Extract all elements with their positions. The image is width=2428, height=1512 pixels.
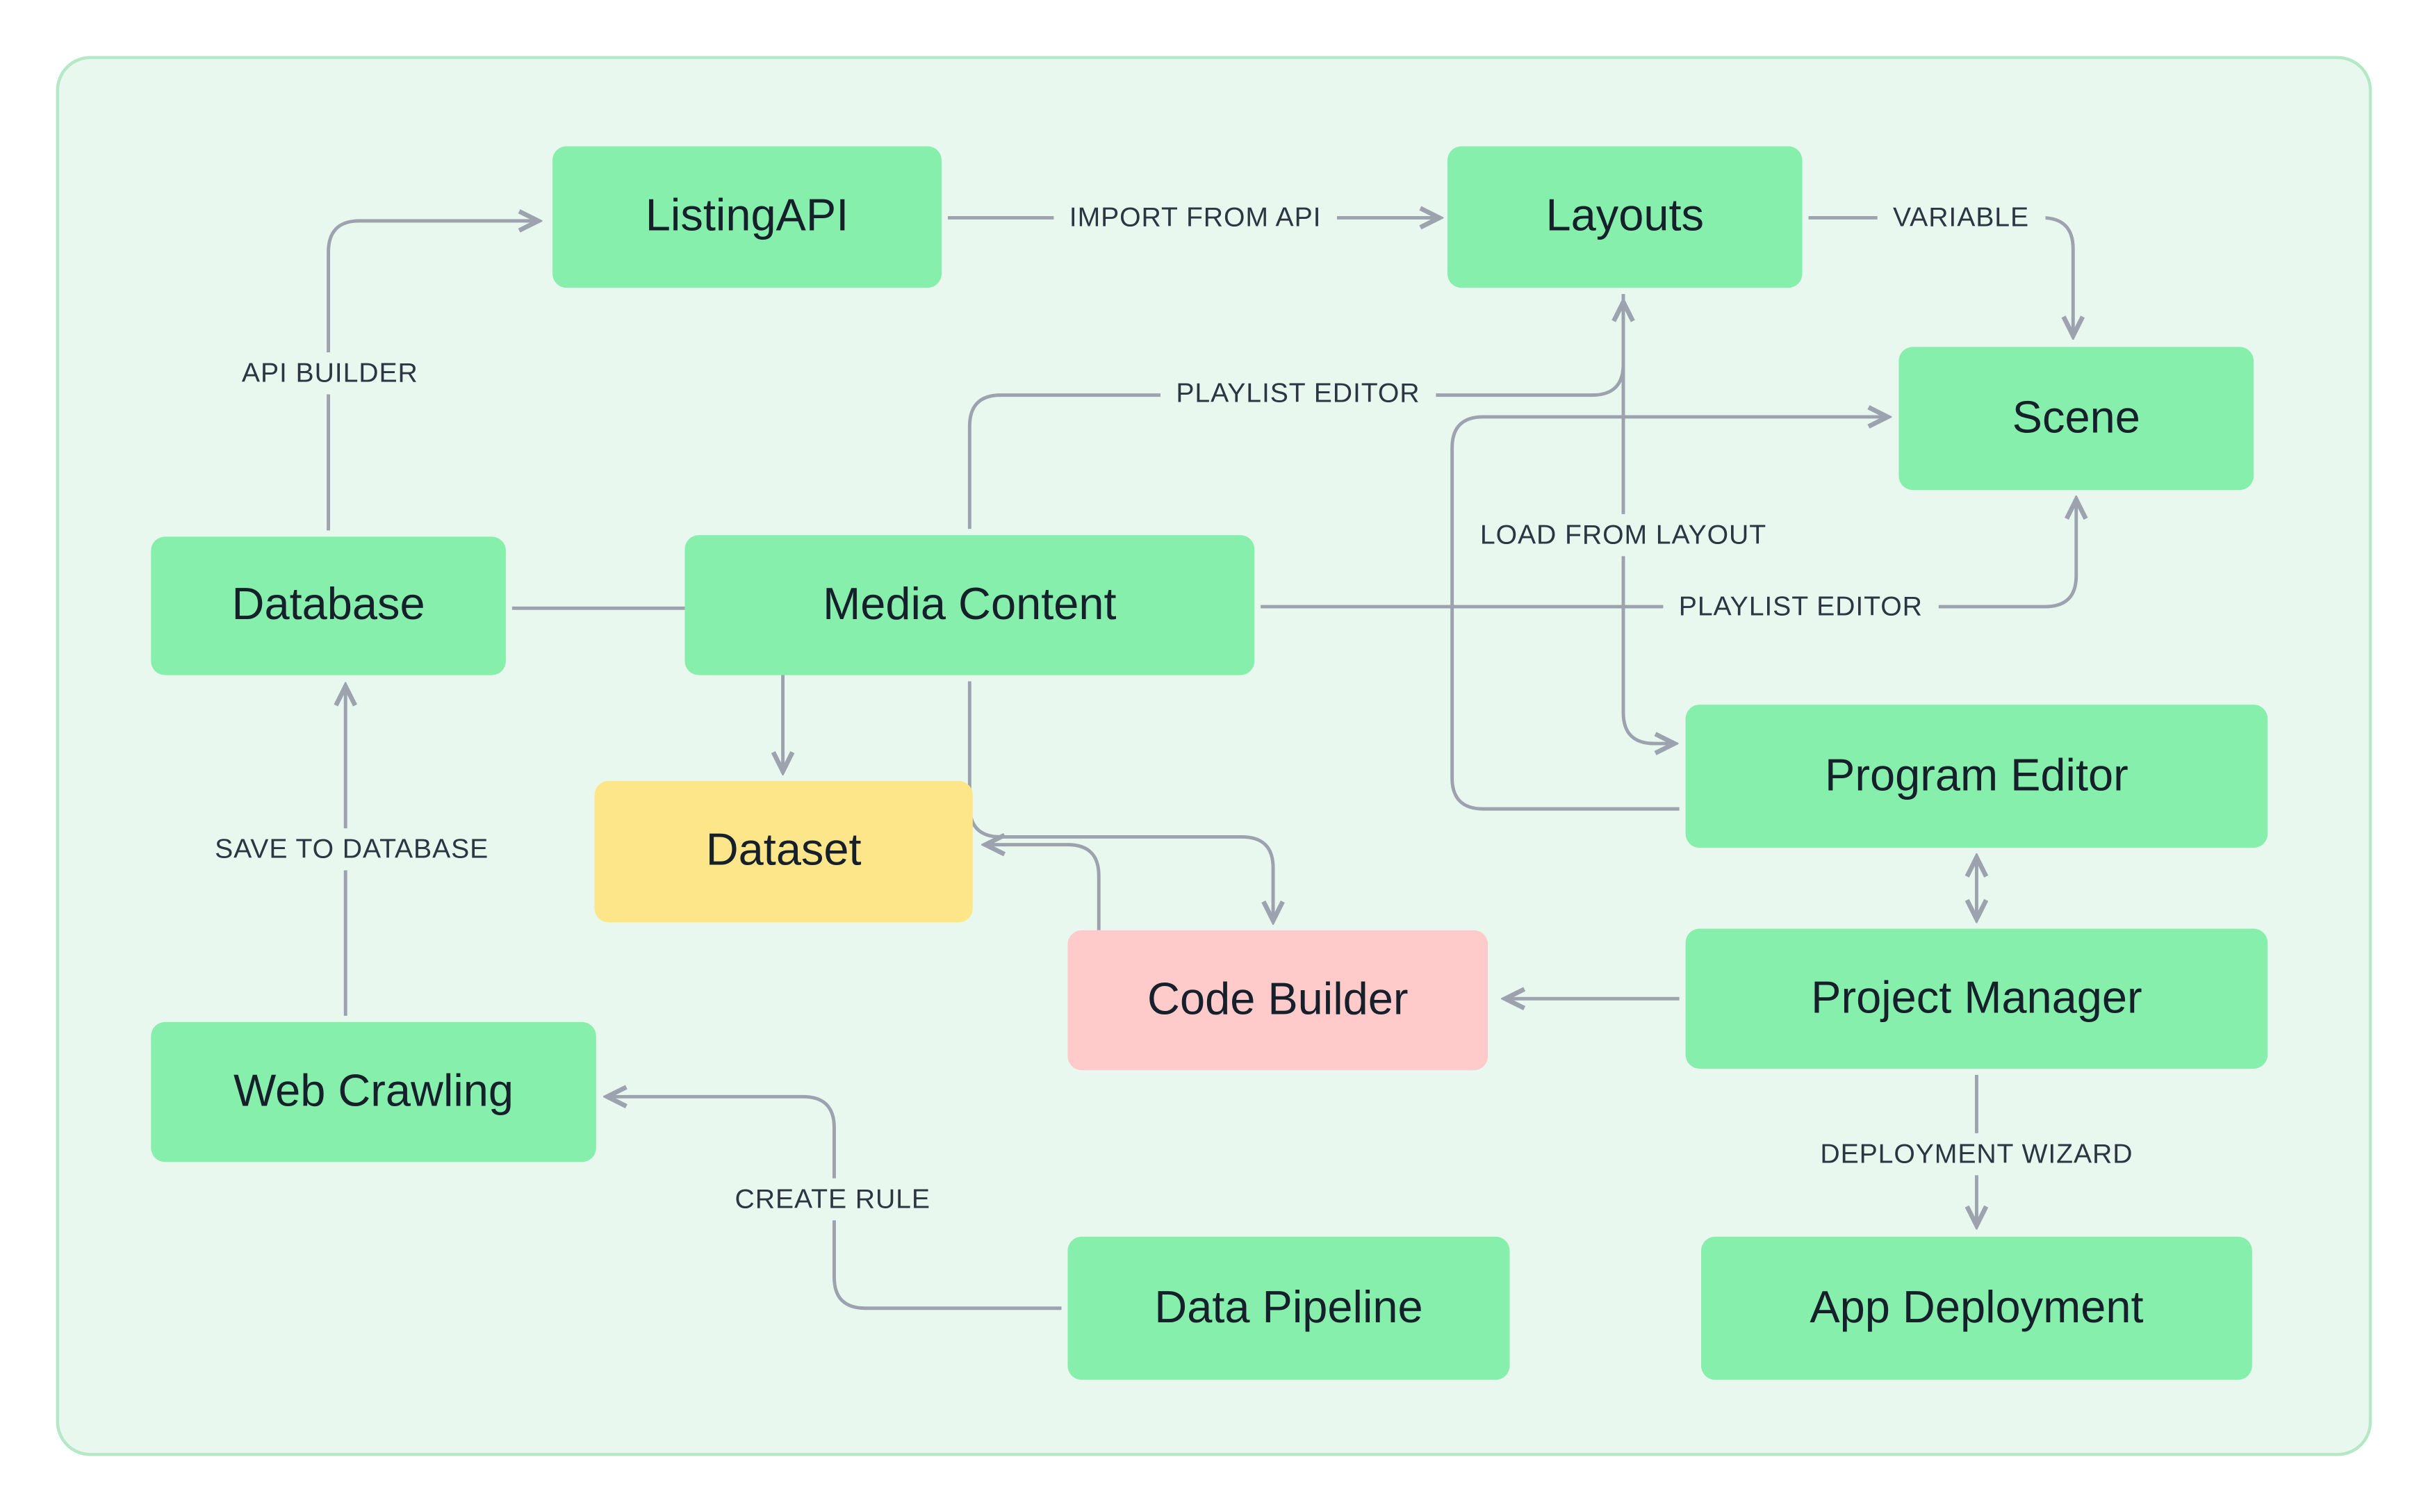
node-web-crawling[interactable]: Web Crawling (151, 1021, 596, 1162)
node-code-builder[interactable]: Code Builder (1067, 930, 1488, 1071)
edge-label-save-to-database: SAVE TO DATABASE (199, 828, 505, 871)
edge-label-import-from-api: IMPORT FROM API (1053, 197, 1337, 239)
edge-label-load-from-layout: LOAD FROM LAYOUT (1464, 513, 1782, 557)
edge-code-builder-to-dataset (987, 845, 1101, 930)
node-app-deployment[interactable]: App Deployment (1700, 1236, 2252, 1380)
edge-media-content-to-scene (1261, 501, 2076, 609)
edge-label-variable: VARIABLE (1877, 197, 2045, 239)
edge-database-to-listing-api (327, 221, 537, 531)
edge-media-content-to-code-builder (967, 681, 1273, 920)
node-data-pipeline[interactable]: Data Pipeline (1067, 1236, 1510, 1380)
edge-layouts-to-program-editor (1621, 294, 1673, 743)
node-media-content[interactable]: Media Content (684, 535, 1255, 675)
edge-label-playlist-editor-top: PLAYLIST EDITOR (1160, 372, 1436, 415)
edge-label-create-rule: CREATE RULE (719, 1178, 946, 1221)
edge-label-api-builder: API BUILDER (226, 352, 434, 395)
node-project-manager[interactable]: Project Manager (1685, 928, 2268, 1069)
edge-label-playlist-editor-right: PLAYLIST EDITOR (1663, 585, 1939, 628)
edge-label-deployment-wizard: DEPLOYMENT WIZARD (1804, 1133, 2149, 1176)
node-program-editor[interactable]: Program Editor (1685, 705, 2268, 848)
node-layouts[interactable]: Layouts (1447, 146, 1803, 288)
node-listing-api[interactable]: ListingAPI (552, 146, 942, 288)
node-dataset[interactable]: Dataset (594, 780, 973, 923)
node-scene[interactable]: Scene (1898, 347, 2254, 491)
edge-program-editor-to-scene (1450, 417, 1887, 811)
node-database[interactable]: Database (151, 536, 506, 675)
